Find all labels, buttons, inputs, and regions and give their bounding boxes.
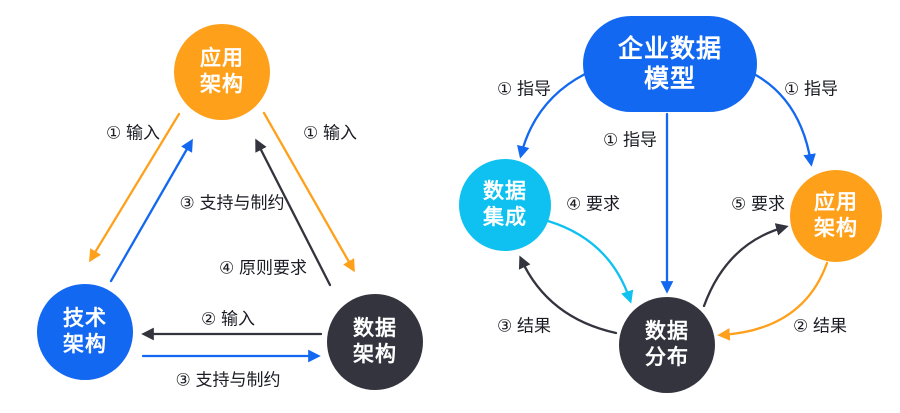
edge-label-guide-left: ① 指导 xyxy=(497,79,551,99)
arrow-app-to-distribution-result xyxy=(717,261,829,341)
arrow-app-to-tech-input xyxy=(89,112,181,263)
edge-label-input-bottom: ② 输入 xyxy=(201,309,255,329)
edge-label-result-left: ③ 结果 xyxy=(497,316,551,336)
arrow-distribution-to-integration-result xyxy=(518,255,618,335)
node-tech-architecture: 技术 架构 xyxy=(37,284,133,380)
node-data-integration: 数据 集成 xyxy=(459,159,551,251)
node-label-line: 模型 xyxy=(643,65,696,93)
node-label-line: 数据 xyxy=(645,320,689,344)
node-label-line: 企业数据 xyxy=(617,34,722,63)
node-label-line: 架构 xyxy=(353,343,397,366)
node-label-line: 架构 xyxy=(63,333,107,356)
arrow-integration-to-distribution-require xyxy=(546,219,634,304)
node-label-line: 应用 xyxy=(200,47,244,71)
node-label-line: 技术 xyxy=(63,307,107,331)
node-data-distribution: 数据 分布 xyxy=(619,297,715,393)
edge-label-input-left: ① 输入 xyxy=(106,123,160,143)
edge-label-guide-right: ① 指导 xyxy=(784,79,838,99)
node-label-line: 架构 xyxy=(200,73,244,96)
edge-label-principle: ④ 原则要求 xyxy=(219,258,307,278)
edge-label-support-mid: ③ 支持与制约 xyxy=(179,193,285,213)
edge-label-require-left: ④ 要求 xyxy=(566,194,620,214)
node-app-architecture-right: 应用 架构 xyxy=(790,170,882,262)
edge-label-support-bottom: ③ 支持与制约 xyxy=(175,370,281,390)
arrow-data-to-app-principle xyxy=(255,138,332,287)
edge-label-guide-mid: ① 指导 xyxy=(603,130,657,150)
arrow-model-to-app-guide xyxy=(752,72,816,167)
edge-label-require-right: ⑤ 要求 xyxy=(731,194,785,214)
arrow-app-to-data-input xyxy=(262,111,355,273)
node-enterprise-data-model: 企业数据 模型 xyxy=(583,16,757,112)
node-label-line: 集成 xyxy=(483,206,527,229)
node-label-line: 数据 xyxy=(483,180,527,204)
node-label-line: 应用 xyxy=(814,191,858,215)
node-app-architecture-left: 应用 架构 xyxy=(174,24,270,120)
node-data-architecture: 数据 架构 xyxy=(327,294,423,390)
edge-label-result-right: ② 结果 xyxy=(793,316,847,336)
node-label-line: 数据 xyxy=(353,317,397,341)
node-label-line: 架构 xyxy=(814,217,858,240)
arrow-distribution-to-app-require xyxy=(702,223,789,308)
edge-label-input-right: ① 输入 xyxy=(303,123,357,143)
node-label-line: 分布 xyxy=(645,346,689,369)
arrow-tech-to-app-support xyxy=(109,138,193,283)
arrow-model-to-integration-guide xyxy=(517,72,587,159)
